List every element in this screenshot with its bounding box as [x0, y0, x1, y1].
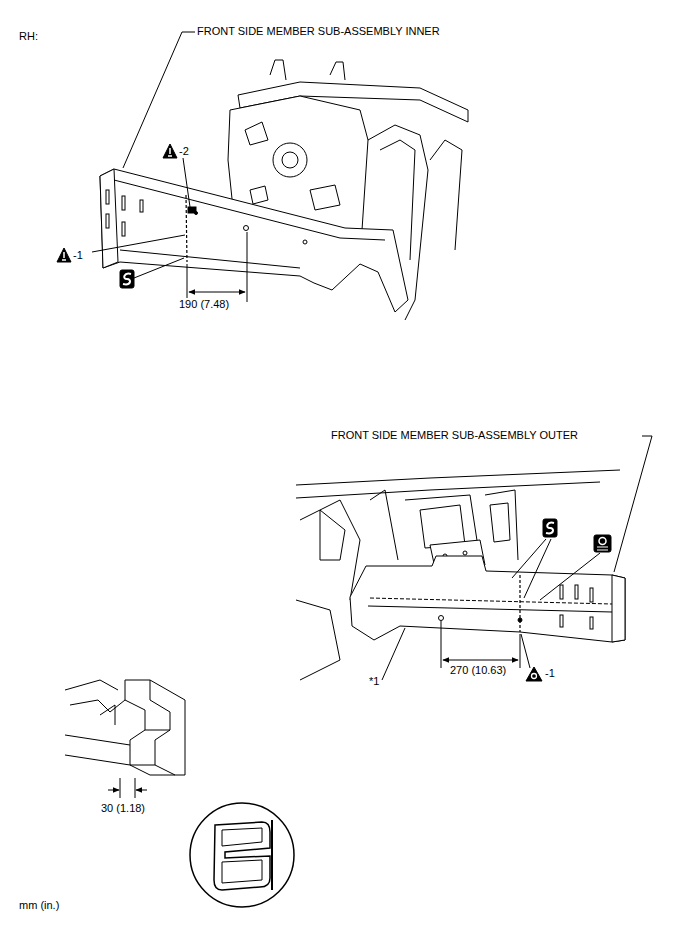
leader-lines-bottom	[382, 436, 652, 680]
callout-number: *1	[368, 675, 380, 688]
caution-circle-triangle-icon	[526, 667, 542, 681]
caution-triangle-icon	[57, 248, 71, 262]
section-inset-circle	[190, 803, 294, 907]
callout-number: -1	[544, 667, 556, 680]
weld-symbol-icon	[543, 519, 557, 537]
caution-triangle-icon	[163, 144, 177, 158]
dimension-text: 30 (1.18)	[100, 802, 146, 815]
inner-side-member	[100, 169, 408, 312]
leader-lines-top	[92, 32, 195, 278]
dimension-270	[441, 621, 520, 668]
callout-number: -2	[178, 145, 190, 158]
part-name: FRONT SIDE MEMBER SUB-ASSEMBLY INNER	[196, 25, 441, 38]
weld-symbol-icon	[120, 270, 134, 288]
dimension-text: 190 (7.48)	[178, 298, 230, 311]
dimension-190	[187, 232, 247, 302]
callout-number: -1	[72, 249, 84, 262]
unit-note: mm (in.)	[18, 899, 60, 912]
outer-side-member	[350, 556, 625, 642]
section-perspective	[65, 680, 185, 798]
body-background	[228, 60, 468, 320]
dimension-text: 270 (10.63)	[449, 664, 507, 677]
view-label: RH:	[18, 30, 39, 43]
part-name: FRONT SIDE MEMBER SUB-ASSEMBLY OUTER	[330, 429, 579, 442]
spot-weld-icon	[594, 535, 611, 552]
